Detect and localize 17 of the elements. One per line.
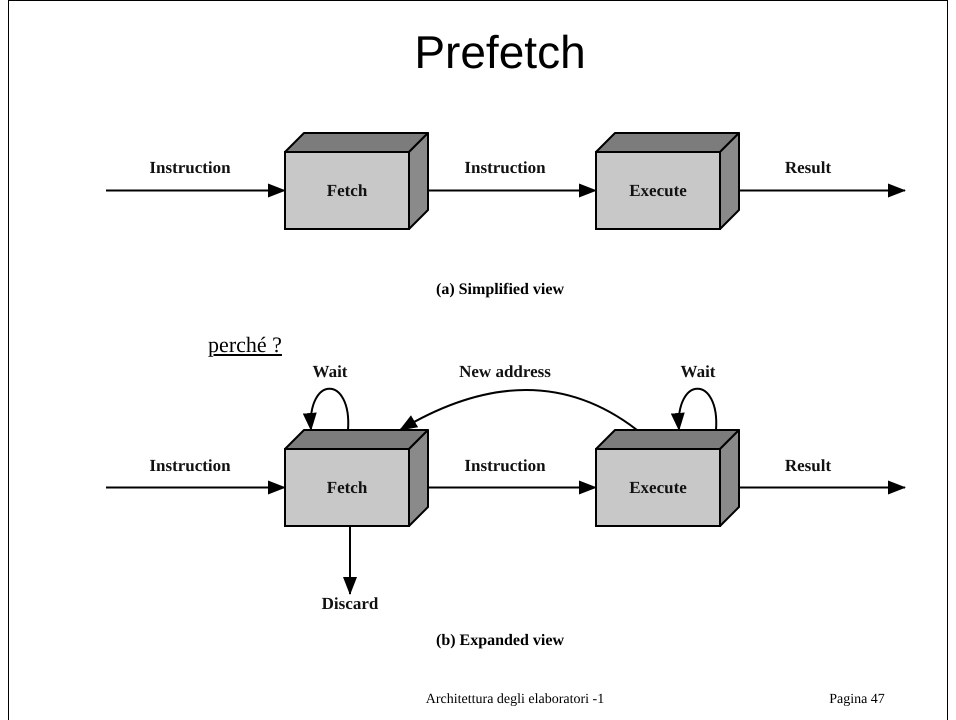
arrow (106, 480, 286, 494)
arrow (739, 184, 906, 198)
arrow (343, 526, 357, 595)
arrow (672, 388, 718, 431)
arrow (106, 184, 286, 198)
figure-caption: (a) Simplified view (436, 281, 564, 299)
page-number: Pagina 47 (829, 692, 885, 708)
arrow (428, 184, 597, 198)
arrow (399, 389, 638, 431)
figure-caption: (b) Expanded view (436, 632, 564, 650)
output-label: Discard (305, 594, 395, 614)
slide-title: Prefetch (413, 25, 587, 80)
underlined-note: perché ? (208, 332, 282, 358)
footer-text: Architettura degli elaboratori -1 (426, 692, 604, 708)
arrow (304, 388, 350, 431)
arrow (739, 480, 906, 494)
arrow (428, 480, 597, 494)
